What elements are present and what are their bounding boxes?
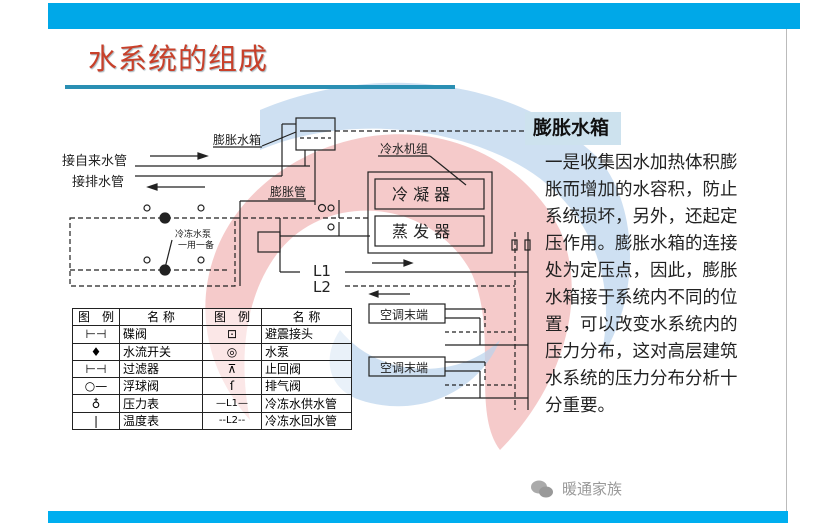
condenser-label: 冷 凝 器: [392, 185, 450, 204]
butterfly-valve-icon: ⊢⊣: [72, 325, 120, 344]
check-valve-icon: ⊼: [202, 359, 262, 379]
legend-row: ❘ 温度表 --L2-- 冷冻水回水管: [72, 411, 352, 431]
evaporator-label: 蒸 发 器: [392, 222, 450, 241]
legend-row: ♦ 水流开关 ◎ 水泵: [72, 342, 352, 361]
evaporator: [374, 215, 485, 247]
condenser: [374, 178, 485, 210]
legend-header: 图 例: [72, 307, 120, 327]
description-line: 处为定压点，因此，膨胀: [545, 261, 738, 281]
description-line: 压作用。膨胀水箱的连接: [545, 234, 738, 254]
description-heading: 膨胀水箱: [525, 112, 621, 145]
pump-icon: ◎: [202, 342, 262, 361]
l2-label: L2: [313, 278, 331, 296]
pressure-gauge-icon: ♁: [72, 394, 120, 413]
legend-table: 图 例 名 称 图 例 名 称 ⊢⊣ 碟阀 ⊡ 避震接头 ♦ 水流开关 ◎ 水泵…: [72, 307, 352, 431]
legend-header: 名 称: [119, 307, 203, 327]
legend-row: ⊢⊣ 过滤器 ⊼ 止回阀: [72, 359, 352, 379]
legend-row: ○— 浮球阀 ſ 排气阀: [72, 377, 352, 396]
watermark: 暖通家族: [530, 478, 622, 499]
l1-label: L1: [313, 262, 331, 280]
expansion-pipe-label: 膨胀管: [270, 184, 306, 199]
legend-header: 名 称: [261, 307, 352, 327]
terminal-unit-1: [368, 303, 446, 324]
legend-name: 过滤器: [119, 359, 203, 379]
top-banner-bar: [48, 3, 800, 29]
tap-water-label: 接自来水管: [62, 153, 127, 169]
filter-icon: ⊢⊣: [72, 359, 120, 379]
description-line: 一是收集因水加热体积膨: [545, 153, 738, 173]
legend-name: 冷冻水供水管: [261, 394, 352, 413]
description-line: 水箱接于系统内不同的位: [545, 288, 738, 308]
description-line: 置，可以改变水系统内的: [545, 315, 738, 335]
description-line: 系统损坏，另外，还起定: [545, 207, 738, 227]
title-underline: [65, 85, 455, 89]
watermark-text: 暖通家族: [562, 480, 623, 498]
wechat-icon: [531, 480, 553, 497]
pump-note-line2: 一用一备: [178, 239, 214, 251]
legend-symbol-l1: —L1—: [202, 394, 262, 413]
description-line: 压力分布，这对高层建筑: [545, 342, 738, 362]
legend-name: 碟阀: [119, 325, 203, 344]
slide-edge: [786, 29, 787, 511]
legend-name: 水泵: [261, 342, 352, 361]
legend-name: 冷冻水回水管: [261, 411, 352, 431]
description-paragraph: 一是收集因水加热体积膨 胀而增加的水容积，防止 系统损坏，另外，还起定 压作用。…: [545, 150, 795, 420]
chiller-unit: [367, 171, 493, 254]
legend-name: 避震接头: [261, 325, 352, 344]
description-line: 分重要。: [545, 396, 615, 416]
legend-name: 止回阀: [261, 359, 352, 379]
legend-name: 压力表: [119, 394, 203, 413]
expansion-tank: [295, 117, 336, 151]
expansion-tank-label: 膨胀水箱: [213, 132, 261, 147]
flow-switch-icon: ♦: [72, 342, 120, 361]
chiller-label: 冷水机组: [380, 142, 428, 156]
drain-label: 接排水管: [72, 174, 124, 190]
thermometer-icon: ❘: [72, 411, 120, 431]
air-vent-icon: ſ: [202, 377, 262, 396]
terminal-2-label: 空调末端: [380, 361, 428, 375]
pump-note-line1: 冷冻水泵: [175, 228, 211, 240]
legend-name: 温度表: [119, 411, 203, 431]
legend-row: ♁ 压力表 —L1— 冷冻水供水管: [72, 394, 352, 413]
legend-name: 浮球阀: [119, 377, 203, 396]
description-line: 水系统的压力分布分析十: [545, 369, 738, 389]
legend-header-row: 图 例 名 称 图 例 名 称: [72, 307, 352, 327]
vibration-joint-icon: ⊡: [202, 325, 262, 344]
legend-symbol-l2: --L2--: [202, 411, 262, 431]
legend-header: 图 例: [202, 307, 262, 327]
legend-name: 水流开关: [119, 342, 203, 361]
legend-row: ⊢⊣ 碟阀 ⊡ 避震接头: [72, 325, 352, 344]
terminal-unit-2: [368, 356, 446, 377]
terminal-1-label: 空调末端: [380, 308, 428, 322]
float-valve-icon: ○—: [72, 377, 120, 396]
legend-name: 排气阀: [261, 377, 352, 396]
slide-title: 水系统的组成: [88, 42, 269, 76]
bottom-banner-bar: [48, 511, 788, 523]
description-line: 胀而增加的水容积，防止: [545, 180, 738, 200]
